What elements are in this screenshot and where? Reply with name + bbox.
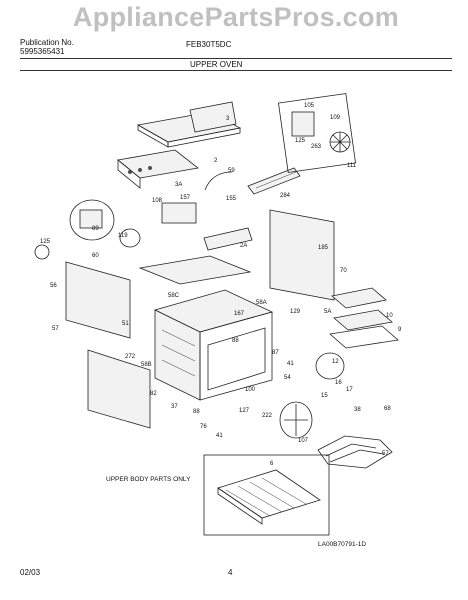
part-label: 41: [287, 361, 294, 367]
part-label: 125: [295, 138, 306, 144]
part-label: 58B: [141, 362, 152, 368]
part-label: 88: [193, 409, 200, 415]
convection-fan-inset: [278, 93, 356, 173]
section-title: UPPER OVEN: [190, 60, 243, 69]
footer-date: 02/03: [20, 568, 41, 577]
part-label: 119: [118, 233, 128, 239]
part-label: 58A: [256, 300, 267, 306]
part-label: 6: [270, 461, 274, 467]
part-label: 2: [214, 158, 218, 164]
part-label: 157: [180, 195, 191, 201]
part-label: 15: [321, 393, 328, 399]
part-label: 263: [311, 144, 322, 150]
part-label: 89: [92, 226, 99, 232]
header-rule: [20, 58, 452, 59]
part-label: 105: [304, 103, 315, 109]
part-label: 3: [226, 116, 230, 122]
part-labels: 3 2 3A 59 108 157 155 284 105 109 263 11…: [40, 103, 402, 467]
part-label: 100: [245, 387, 256, 393]
part-label: 51: [122, 321, 129, 327]
part-label: 58C: [168, 293, 180, 299]
publication-number: 5995365431: [20, 47, 65, 56]
motor-inset: [69, 199, 115, 241]
oven-cavity-part: [153, 289, 274, 401]
part-label: 155: [226, 196, 237, 202]
part-label: 68: [384, 406, 391, 412]
divider-sheet-part: [138, 255, 252, 285]
part-label: 88: [232, 338, 239, 344]
left-side-panel-part: [65, 261, 131, 339]
part-label: 41: [216, 433, 223, 439]
part-label: 54: [284, 375, 291, 381]
part-label: 111: [347, 163, 357, 169]
part-label: 125: [40, 239, 51, 245]
part-label: 57: [52, 326, 59, 332]
part-label: 108: [152, 198, 163, 204]
model-number: FEB30T5DC: [186, 40, 232, 49]
part-label: 272: [125, 354, 136, 360]
vent-grille-part: [247, 167, 301, 195]
top-panel-part: [136, 101, 242, 148]
part-label: 9: [398, 327, 402, 333]
part-label: 107: [298, 438, 309, 444]
part-label: 56: [50, 283, 57, 289]
part-label: 60: [92, 253, 99, 259]
part-label: 109: [330, 115, 341, 121]
terminal-block-part: [203, 227, 253, 251]
control-panel-part: [117, 149, 199, 189]
part-label: 38: [354, 407, 361, 413]
part-label: 127: [239, 408, 250, 414]
part-label: 167: [234, 311, 245, 317]
lower-side-panel-part: [87, 349, 151, 429]
oven-rack-part: [217, 469, 321, 525]
part-label: 222: [262, 413, 273, 419]
part-label: 57: [382, 451, 389, 457]
part-label: 10: [386, 313, 393, 319]
back-panel-part: [269, 209, 335, 301]
part-label: 59: [228, 168, 235, 174]
part-label: 76: [200, 424, 207, 430]
rack-callout-box: [203, 454, 330, 536]
broil-pan-part: [329, 287, 399, 349]
part-label: 16: [335, 380, 342, 386]
part-label: 17: [346, 387, 353, 393]
drawing-id: LA00B70791-1D: [318, 541, 366, 548]
bake-element-part: [317, 435, 393, 469]
part-label: 87: [272, 350, 279, 356]
part-label: 5A: [324, 309, 331, 315]
part-label: 284: [280, 193, 291, 199]
part-label: 70: [340, 268, 347, 274]
element-cover-part: [315, 352, 345, 380]
part-label: 3A: [175, 182, 182, 188]
title-rule: [20, 70, 452, 71]
part-label: 2A: [240, 243, 247, 249]
page-number: 4: [228, 568, 233, 577]
part-label: 82: [150, 391, 157, 397]
part-label: 12: [332, 359, 339, 365]
upper-body-note: UPPER BODY PARTS ONLY: [106, 476, 191, 483]
relay-board-part: [161, 202, 197, 224]
part-label: 185: [318, 245, 329, 251]
fan-baffle-part: [279, 401, 313, 439]
part-label: 129: [290, 309, 301, 315]
publication-label: Publication No.: [20, 38, 74, 47]
part-label: 37: [171, 404, 178, 410]
